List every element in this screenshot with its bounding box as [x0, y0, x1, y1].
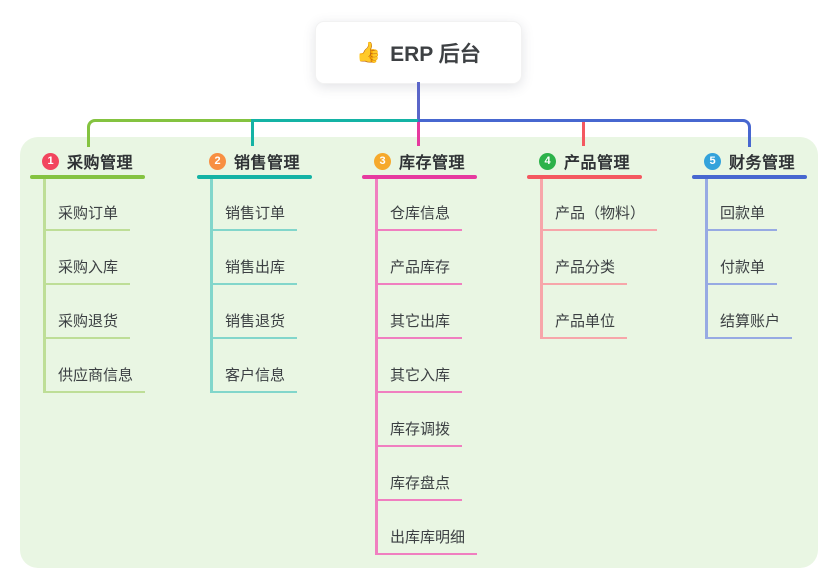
- branch-topic-underline: [692, 175, 807, 179]
- child-row: 产品单位: [540, 285, 657, 339]
- child-node-4-2[interactable]: 产品分类: [540, 256, 628, 285]
- root-node[interactable]: 👍 ERP 后台: [315, 21, 522, 84]
- branch-4: 4 产品管理产品（物料） 产品分类产品单位: [527, 148, 687, 339]
- child-node-5-3[interactable]: 结算账户: [705, 310, 793, 339]
- child-row: 其它出库: [375, 285, 477, 339]
- child-node-2-3[interactable]: 销售退货: [210, 310, 298, 339]
- child-row: 产品库存: [375, 231, 477, 285]
- child-node-3-1[interactable]: 仓库信息: [375, 202, 463, 231]
- thumbs-up-icon: 👍: [356, 41, 382, 64]
- branch-topic-4[interactable]: 4 产品管理: [527, 148, 687, 174]
- child-row: 销售退货: [210, 285, 298, 339]
- child-node-3-5[interactable]: 库存调拨: [375, 418, 463, 447]
- child-node-4-1[interactable]: 产品（物料）: [540, 202, 658, 231]
- branch-topic-underline: [197, 175, 312, 179]
- branch-topic-label: 销售管理: [234, 155, 301, 172]
- child-row: 销售订单: [210, 179, 298, 231]
- child-row: 产品分类: [540, 231, 657, 285]
- child-row: 付款单: [705, 231, 792, 285]
- connector-segment-teal: [252, 118, 418, 122]
- child-row: 出库库明细: [375, 501, 478, 555]
- branch-children-line: [43, 179, 46, 393]
- child-node-3-4[interactable]: 其它入库: [375, 364, 463, 393]
- branch-topic-underline: [527, 175, 642, 179]
- branches-panel: [20, 137, 818, 568]
- branch-2-drop-line: [250, 118, 254, 146]
- branch-1: 1 采购管理采购订单采购入库采购退货供应商信息: [30, 148, 190, 393]
- connector-corner-right-blue: [418, 118, 751, 147]
- branch-topic-1[interactable]: 1 采购管理: [30, 148, 190, 174]
- branch-topic-5[interactable]: 5 财务管理: [692, 148, 839, 174]
- child-node-5-1[interactable]: 回款单: [705, 202, 778, 231]
- child-node-5-2[interactable]: 付款单: [705, 256, 778, 285]
- child-row: 销售出库: [210, 231, 298, 285]
- child-node-2-4[interactable]: 客户信息: [210, 364, 298, 393]
- branch-number-badge: 2: [209, 152, 226, 170]
- child-row: 采购入库: [43, 231, 145, 285]
- child-row: 仓库信息: [375, 179, 477, 231]
- branch-number-badge: 4: [539, 152, 556, 170]
- child-row: 结算账户: [705, 285, 793, 339]
- branch-children-line: [540, 179, 543, 339]
- root-label: ERP 后台: [390, 42, 481, 66]
- child-row: 其它入库: [375, 339, 477, 393]
- branch-topic-label: 采购管理: [67, 155, 134, 172]
- branch-2: 2 销售管理销售订单销售出库销售退货客户信息: [197, 148, 357, 393]
- child-node-2-1[interactable]: 销售订单: [210, 202, 298, 231]
- branch-5: 5 财务管理回款单付款单结算账户: [692, 148, 839, 339]
- branch-topic-2[interactable]: 2 销售管理: [197, 148, 357, 174]
- child-node-3-7[interactable]: 出库库明细: [375, 526, 478, 555]
- branch-3: 3 库存管理仓库信息产品库存其它出库其它入库库存调拨库存盘点出库库明细: [362, 148, 522, 555]
- branch-children-line: [705, 179, 708, 339]
- branch-number-badge: 3: [374, 152, 391, 170]
- child-row: 客户信息: [210, 339, 298, 393]
- child-row: 采购订单: [43, 179, 145, 231]
- child-node-1-1[interactable]: 采购订单: [43, 202, 131, 231]
- child-node-3-3[interactable]: 其它出库: [375, 310, 463, 339]
- branch-topic-underline: [362, 175, 477, 179]
- child-row: 采购退货: [43, 285, 145, 339]
- child-node-1-2[interactable]: 采购入库: [43, 256, 131, 285]
- branch-number-badge: 5: [704, 152, 721, 170]
- branch-topic-label: 财务管理: [729, 155, 796, 172]
- branch-number-badge: 1: [42, 152, 59, 170]
- child-node-4-3[interactable]: 产品单位: [540, 310, 628, 339]
- child-node-1-4[interactable]: 供应商信息: [43, 364, 146, 393]
- child-row: 库存调拨: [375, 393, 477, 447]
- child-row: 供应商信息: [43, 339, 146, 393]
- child-node-3-6[interactable]: 库存盘点: [375, 472, 463, 501]
- branch-3-drop-line: [416, 121, 420, 146]
- child-node-3-2[interactable]: 产品库存: [375, 256, 463, 285]
- child-row: 产品（物料）: [540, 179, 658, 231]
- branch-children-line: [375, 179, 378, 555]
- branch-4-drop-line: [581, 121, 585, 146]
- branch-topic-label: 库存管理: [399, 155, 466, 172]
- child-row: 回款单: [705, 179, 792, 231]
- child-node-1-3[interactable]: 采购退货: [43, 310, 131, 339]
- branch-children-line: [210, 179, 213, 393]
- branch-topic-underline: [30, 175, 145, 179]
- root-connector-line: [416, 82, 420, 119]
- child-row: 库存盘点: [375, 447, 477, 501]
- connector-corner-left-green: [87, 118, 252, 147]
- branch-topic-3[interactable]: 3 库存管理: [362, 148, 522, 174]
- branch-topic-label: 产品管理: [564, 155, 631, 172]
- child-node-2-2[interactable]: 销售出库: [210, 256, 298, 285]
